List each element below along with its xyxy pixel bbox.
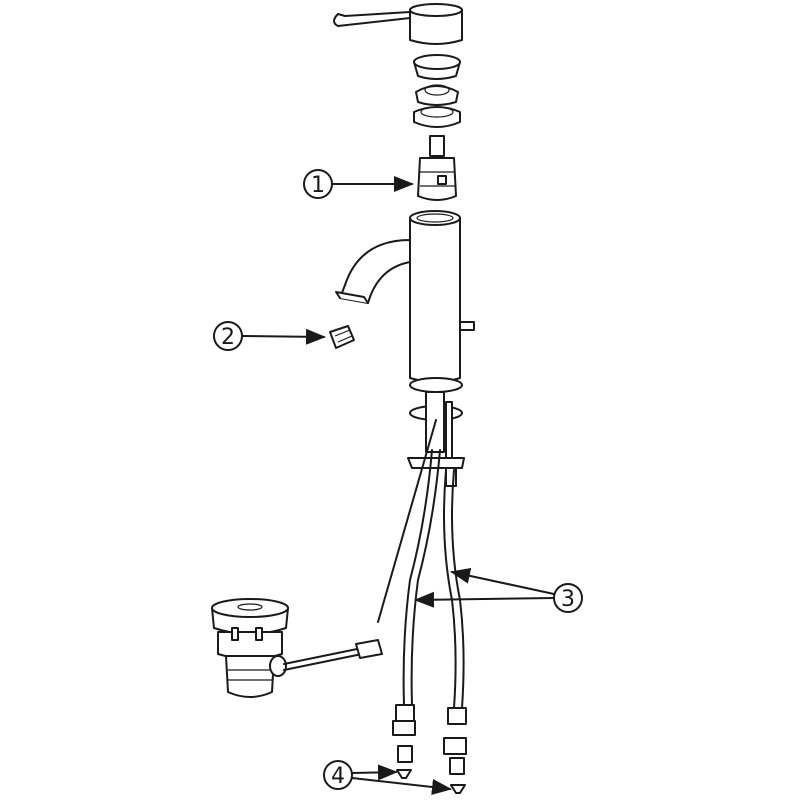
retaining-nut bbox=[413, 106, 461, 128]
fixing-parts bbox=[396, 745, 466, 794]
callout-3: 3 bbox=[414, 567, 583, 613]
callout-label-3: 3 bbox=[561, 587, 575, 612]
mounting-kit bbox=[407, 377, 465, 487]
cartridge-clip bbox=[415, 84, 459, 106]
callout-label-4: 4 bbox=[331, 764, 345, 789]
lever-handle bbox=[333, 3, 463, 45]
aerator bbox=[329, 325, 355, 349]
faucet-body bbox=[335, 210, 475, 383]
callout-2: 2 bbox=[213, 321, 326, 351]
pop-up-waste bbox=[211, 598, 383, 698]
cartridge bbox=[417, 135, 457, 201]
callout-label-1: 1 bbox=[311, 173, 325, 198]
cover-ring bbox=[413, 54, 461, 80]
flexible-hoses bbox=[392, 449, 467, 755]
callout-1: 1 bbox=[303, 169, 414, 199]
callout-4: 4 bbox=[323, 760, 452, 795]
callout-label-2: 2 bbox=[221, 325, 235, 350]
lift-rod bbox=[377, 419, 437, 623]
